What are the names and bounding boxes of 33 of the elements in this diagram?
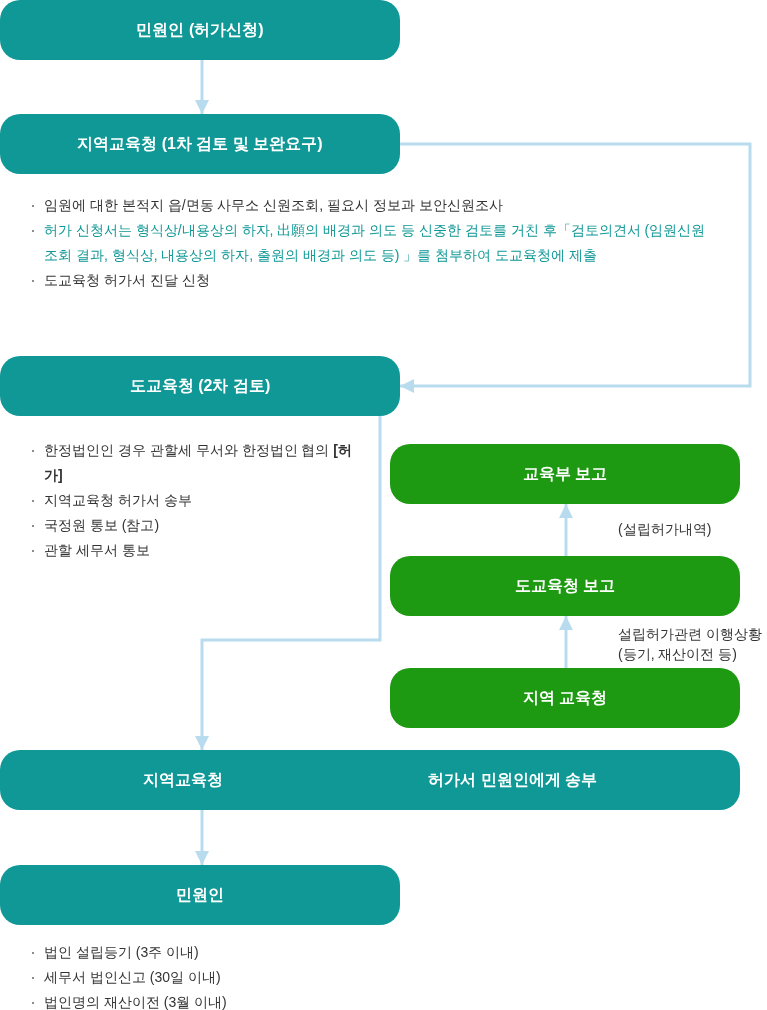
bullet-item: 국정원 통보 (참고) — [30, 513, 360, 538]
box-label: 지역교육청 (1차 검토 및 보완요구) — [77, 134, 323, 154]
box-label: 지역 교육청 — [522, 688, 608, 708]
box-label: 교육부 보고 — [522, 464, 608, 484]
process-box — [390, 444, 740, 504]
bullet-item: 세무서 법인신고 (30일 이내) — [30, 965, 390, 990]
arrow — [559, 616, 573, 668]
bullet-item: 한정법인인 경우 관할세 무서와 한정법인 협의 [허가] — [30, 438, 360, 488]
box-label: 도교육청 보고 — [514, 576, 616, 596]
bullet-item: 관할 세무서 통보 — [30, 538, 360, 563]
process-box — [0, 750, 740, 810]
box-label: 민원인 (허가신청) — [136, 20, 264, 40]
bullet-item: 도교육청 허가서 진달 신청 — [30, 268, 710, 293]
arrow — [195, 416, 382, 750]
box-label: 지역교육청 — [142, 770, 223, 790]
bullet-item: 허가 신청서는 형식상/내용상의 하자, 出願의 배경과 의도 등 신중한 검토를 거친 후「검토의견서 (임원신원조회 결과, 형식상, 내용상의 하자, 출원의 배경과 의도 등) 」를 첨부하여 도교육청에 제출 — [30, 218, 710, 268]
box-label: 민원인 — [176, 885, 224, 905]
arrow — [559, 504, 573, 556]
box-label: 허가서 민원인에게 송부 — [428, 770, 598, 790]
process-box — [390, 668, 740, 728]
process-box — [0, 0, 400, 60]
arrow — [400, 142, 752, 393]
bullet-item: 지역교육청 허가서 송부 — [30, 488, 360, 513]
arrow — [195, 60, 209, 114]
arrow — [195, 810, 209, 865]
process-box — [390, 556, 740, 616]
bullet-item: 법인 설립등기 (3주 이내) — [30, 940, 390, 965]
process-box — [0, 865, 400, 925]
bullet-item: 임원에 대한 본적지 읍/면동 사무소 신원조회, 필요시 정보과 보안신원조사 — [30, 193, 710, 218]
bullet-item: 법인명의 재산이전 (3월 이내) — [30, 990, 390, 1010]
process-box — [0, 356, 400, 416]
process-box — [0, 114, 400, 174]
box-label: 도교육청 (2차 검토) — [129, 376, 271, 396]
